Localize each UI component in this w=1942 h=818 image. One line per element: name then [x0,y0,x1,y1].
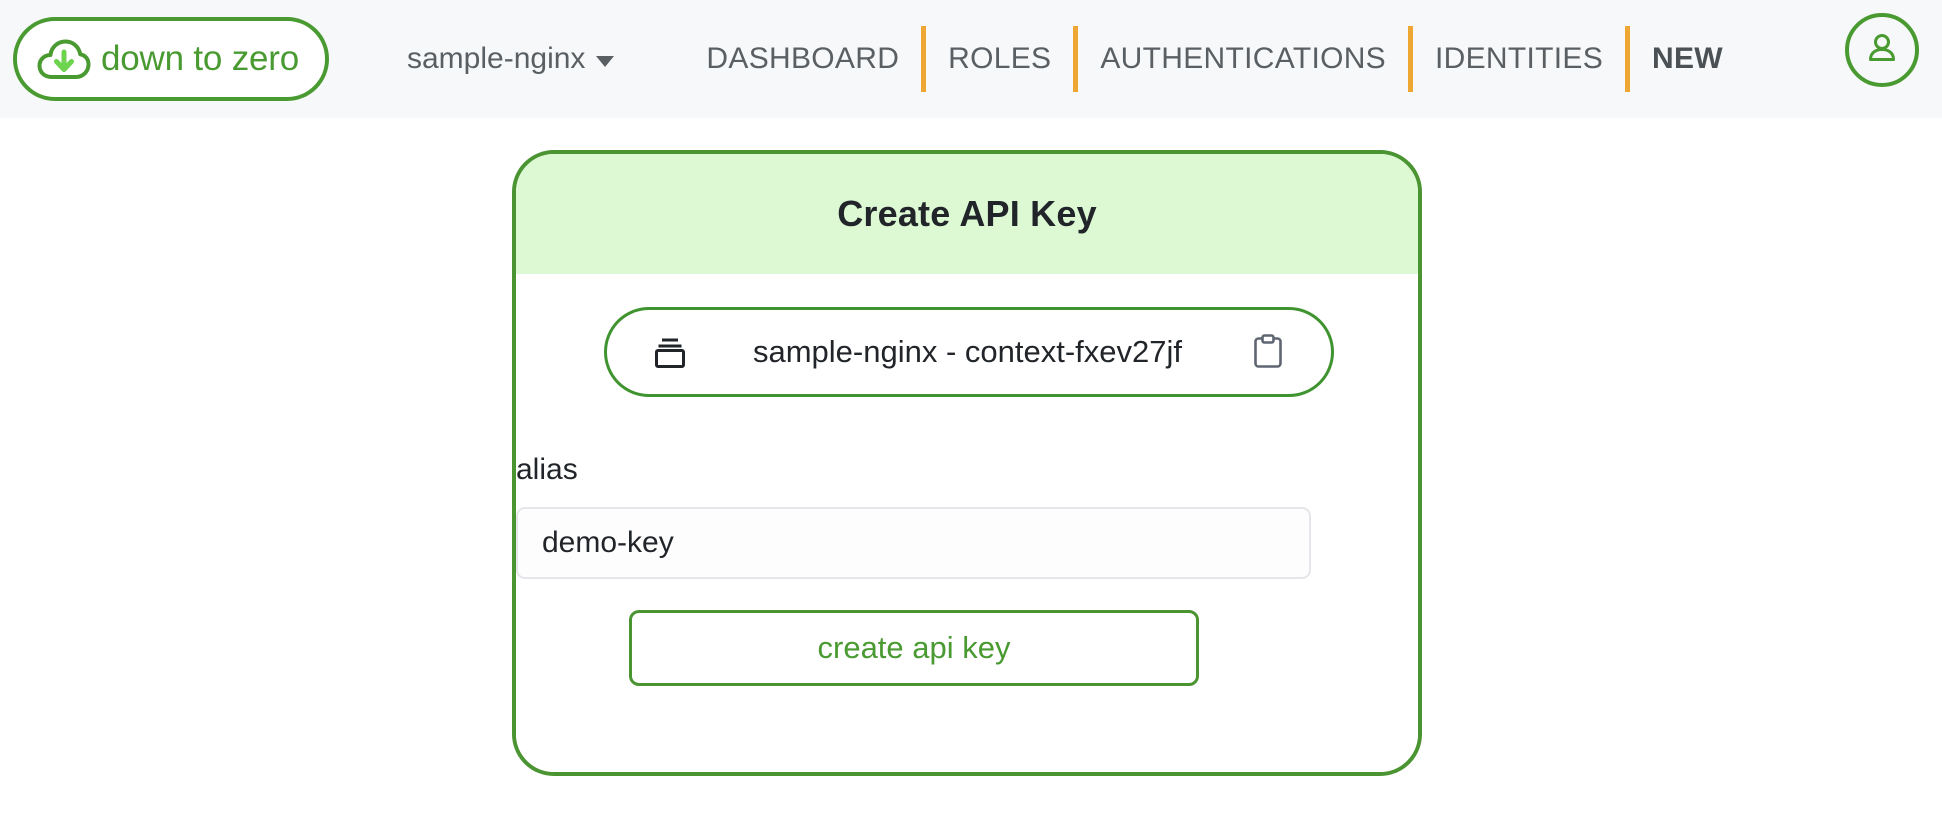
clipboard-icon[interactable] [1251,333,1285,371]
nav-link-identities[interactable]: IDENTITIES [1435,42,1604,75]
project-selector-label: sample-nginx [407,42,586,75]
top-navbar: down to zero sample-nginx DASHBOARD ROLE… [0,0,1942,118]
card-body: sample-nginx - context-fxev27jf alias cr… [516,274,1418,772]
chevron-down-icon [596,56,615,67]
nav-link-dashboard[interactable]: DASHBOARD [706,42,900,75]
create-api-key-button[interactable]: create api key [629,610,1199,686]
alias-label: alias [516,453,578,486]
nav-link-authentications[interactable]: AUTHENTICATIONS [1100,42,1386,75]
nav-divider [1073,26,1079,92]
brand-label: down to zero [101,39,299,78]
alias-input[interactable] [516,507,1311,579]
nav-center: sample-nginx DASHBOARD ROLES AUTHENTICAT… [397,26,1745,92]
project-selector[interactable]: sample-nginx [397,42,624,76]
context-selector[interactable]: sample-nginx - context-fxev27jf [604,307,1334,397]
cloud-download-icon [37,37,91,81]
context-selector-value: sample-nginx - context-fxev27jf [752,334,1183,369]
stack-icon [650,332,690,372]
nav-divider [1625,26,1631,92]
nav-link-new[interactable]: NEW [1652,42,1723,75]
nav-link-roles[interactable]: ROLES [948,42,1052,75]
card-header: Create API Key [516,154,1418,274]
brand-logo-button[interactable]: down to zero [13,17,329,101]
nav-divider [921,26,927,92]
user-icon [1862,28,1902,73]
page-title: Create API Key [837,193,1097,234]
create-api-key-card: Create API Key sample-nginx - context-fx… [512,150,1422,776]
nav-links: DASHBOARD ROLES AUTHENTICATIONS IDENTITI… [684,26,1744,92]
avatar[interactable] [1845,13,1919,87]
nav-divider [1408,26,1413,92]
